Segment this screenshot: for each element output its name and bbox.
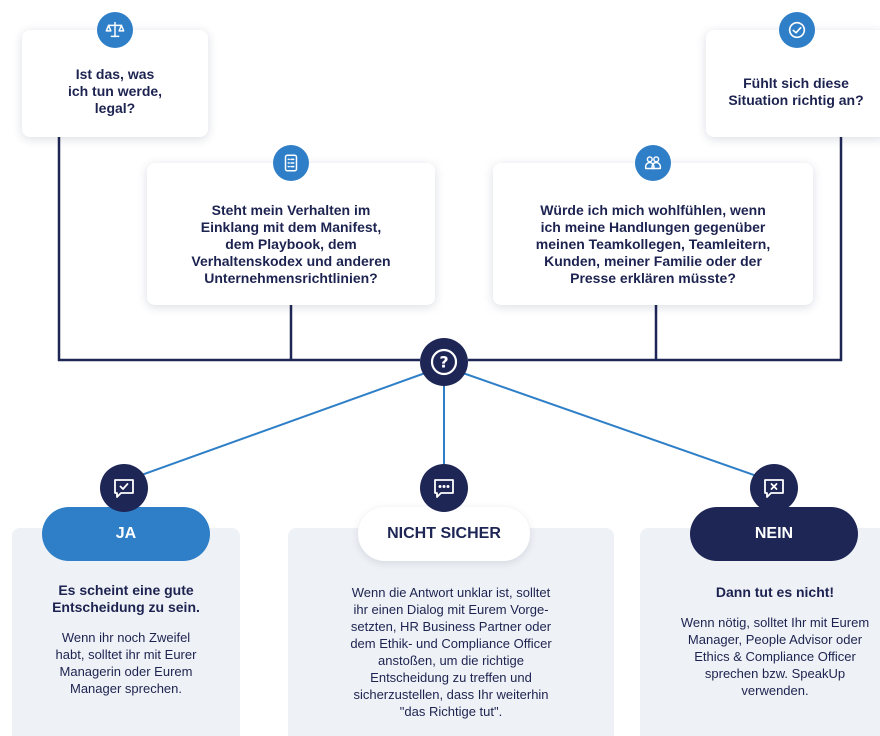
scales-icon bbox=[97, 12, 133, 48]
answer-label-nein: NEIN bbox=[754, 525, 794, 542]
text-line: Ethics & Compliance Officer bbox=[694, 649, 856, 664]
question-line: Unternehmensrichtlinien? bbox=[204, 269, 378, 286]
text-line: Entscheidung zu treffen und bbox=[370, 670, 532, 685]
text-line: dem Ethik- und Compliance Officer bbox=[350, 636, 552, 651]
answer-label-ja: JA bbox=[115, 525, 137, 542]
text-line: anstoßen, um die richtige bbox=[378, 653, 524, 668]
chat-x-icon bbox=[750, 464, 798, 512]
question-line: Situation richtig an? bbox=[728, 91, 864, 108]
connector-richtig bbox=[468, 137, 843, 362]
question-line: ich tun werde, bbox=[67, 83, 163, 99]
document-list-icon bbox=[273, 145, 309, 181]
title-line: Dann tut es nicht! bbox=[715, 584, 835, 600]
question-line: dem Playbook, dem bbox=[225, 235, 357, 252]
answer-title-ja: Es scheint eine gute Entscheidung zu sei… bbox=[12, 582, 240, 616]
question-line: Einklang mit dem Manifest, bbox=[200, 218, 382, 235]
text-line: habt, solltet ihr mit Eurer bbox=[55, 647, 197, 662]
check-circle-icon bbox=[779, 12, 815, 48]
text-line: sicherzustellen, dass Ihr weiterhin bbox=[353, 687, 549, 702]
people-icon bbox=[635, 145, 671, 181]
text-line: Wenn die Antwort unklar ist, solltet bbox=[351, 585, 551, 600]
chat-dots-icon bbox=[420, 464, 468, 512]
question-line: Presse erklären müsste? bbox=[570, 269, 736, 286]
answer-pill-nicht-sicher: NICHT SICHER bbox=[358, 507, 530, 561]
answer-text-ja: Wenn ihr noch Zweifel habt, solltet ihr … bbox=[12, 629, 240, 697]
question-line: meinen Teamkollegen, Teamleitern, bbox=[535, 235, 771, 252]
text-line: Manager, People Advisor oder bbox=[687, 632, 863, 647]
answer-text-nein: Wenn nötig, solltet Ihr mit Eurem Manage… bbox=[640, 614, 880, 699]
question-card-legal: Ist das, was ich tun werde, legal? bbox=[22, 30, 208, 137]
question-card-richtig: Fühlt sich diese Situation richtig an? bbox=[706, 30, 880, 137]
chat-check-icon bbox=[100, 464, 148, 512]
connector-legal bbox=[57, 137, 420, 362]
answer-text-nicht-sicher: Wenn die Antwort unklar ist, solltet ihr… bbox=[288, 584, 614, 720]
branch-line-nein bbox=[459, 371, 775, 483]
question-line: legal? bbox=[94, 100, 136, 116]
title-line: Entscheidung zu sein. bbox=[52, 599, 200, 615]
question-line: Fühlt sich diese bbox=[743, 74, 849, 91]
question-line: Würde ich mich wohlfühlen, wenn bbox=[540, 201, 766, 218]
text-line: setzten, HR Business Partner oder bbox=[350, 619, 552, 634]
center-question-mark: ? bbox=[439, 353, 448, 372]
answer-pill-nein: NEIN bbox=[690, 507, 858, 561]
question-card-wohlfuehlen: Würde ich mich wohlfühlen, wenn ich mein… bbox=[493, 163, 813, 305]
answer-panel-ja bbox=[12, 528, 240, 736]
text-line: Manager sprechen. bbox=[69, 681, 182, 696]
text-line: Managerin oder Eurem bbox=[59, 664, 193, 679]
question-line: Steht mein Verhalten im bbox=[211, 201, 371, 218]
question-line: Verhaltenskodex und anderen bbox=[191, 252, 391, 269]
question-card-manifest: Steht mein Verhalten im Einklang mit dem… bbox=[147, 163, 435, 305]
text-line: verwenden. bbox=[741, 683, 809, 698]
question-line: Ist das, was bbox=[75, 66, 155, 82]
answer-title-nein: Dann tut es nicht! bbox=[640, 584, 880, 601]
question-line: ich meine Handlungen gegenüber bbox=[540, 218, 766, 235]
question-icon: ? bbox=[420, 338, 468, 386]
text-line: ihr einen Dialog mit Eurem Vorge- bbox=[353, 602, 549, 617]
question-line: Kunden, meiner Familie oder der bbox=[544, 252, 762, 269]
answer-pill-ja: JA bbox=[42, 507, 210, 561]
text-line: "das Richtige tut". bbox=[399, 704, 503, 719]
title-line: Es scheint eine gute bbox=[58, 582, 194, 598]
answer-panel-nein bbox=[640, 528, 880, 736]
text-line: Wenn nötig, solltet Ihr mit Eurem bbox=[680, 615, 870, 630]
text-line: Wenn ihr noch Zweifel bbox=[61, 630, 191, 645]
text-line: sprechen bzw. SpeakUp bbox=[704, 666, 846, 681]
branch-line-ja bbox=[121, 371, 429, 483]
answer-label-nicht-sicher: NICHT SICHER bbox=[387, 525, 501, 542]
answer-panel-nicht-sicher bbox=[288, 528, 614, 736]
